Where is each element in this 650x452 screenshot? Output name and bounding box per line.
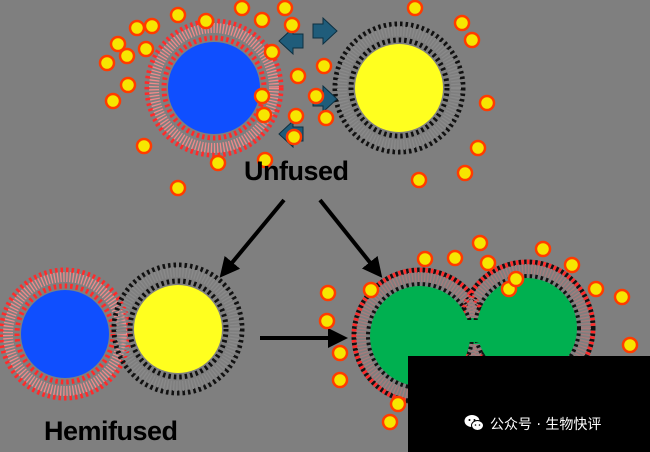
ion-particle (410, 171, 428, 189)
hemifused-right-lumen (134, 285, 222, 373)
ion-particle (233, 0, 251, 17)
ion-particle (446, 249, 464, 267)
ion-particle (613, 288, 631, 306)
ion-particle (307, 87, 325, 105)
ion-particle (331, 344, 349, 362)
ion-particle (362, 281, 380, 299)
label-hemifused: Hemifused (44, 416, 178, 446)
ion-particle (456, 164, 474, 182)
ion-particle (128, 19, 146, 37)
ion-particle (118, 47, 136, 65)
ion-particle (256, 151, 274, 169)
ion-particle (276, 0, 294, 17)
arrow-right-top (312, 16, 338, 46)
arrow-icon (219, 198, 383, 348)
ion-particle (406, 0, 424, 17)
ion-particle (255, 106, 273, 124)
ion-particle (389, 395, 407, 413)
ion-particle (534, 240, 552, 258)
ion-particle (479, 254, 497, 272)
ion-particle (621, 336, 639, 354)
ion-particle (119, 76, 137, 94)
ion-particle (331, 371, 349, 389)
watermark-text: 公众号 · 生物快评 (490, 417, 602, 433)
ion-particle (283, 16, 301, 34)
ion-particle (169, 6, 187, 24)
unfused-left-lumen (168, 42, 260, 134)
ion-particle (318, 312, 336, 330)
double-arrow-icon (278, 16, 338, 149)
hemifused-vesicle-right (111, 262, 245, 396)
ion-particle (135, 137, 153, 155)
unfused-vesicle-right (332, 21, 466, 155)
ion-particle (507, 270, 525, 288)
arrow-to-hemifused (219, 198, 286, 278)
ion-particle (463, 31, 481, 49)
ion-particle (169, 179, 187, 197)
ion-particle (478, 94, 496, 112)
arrow-to-fused (318, 198, 383, 278)
unfused-right-lumen (355, 44, 443, 132)
ion-particle (143, 17, 161, 35)
wechat-icon (464, 415, 484, 431)
ion-particle (263, 43, 281, 61)
ion-particle (317, 109, 335, 127)
hemifused-vesicle-left (0, 267, 132, 401)
ion-particle (109, 35, 127, 53)
ion-particle (471, 234, 489, 252)
hemifused-left-lumen (21, 290, 109, 378)
watermark: 公众号 · 生物快评 (408, 356, 650, 452)
ion-particle (469, 139, 487, 157)
label-unfused: Unfused (244, 156, 349, 186)
ion-particle (209, 154, 227, 172)
ion-particle (253, 87, 271, 105)
ion-particle (315, 57, 333, 75)
ion-particle (287, 107, 305, 125)
ion-particle (319, 284, 337, 302)
ion-particle (563, 256, 581, 274)
ion-particle (137, 40, 155, 58)
ion-particle (289, 67, 307, 85)
ion-particle (104, 92, 122, 110)
ion-particle (253, 11, 271, 29)
ion-particle (381, 413, 399, 431)
ion-particle (98, 54, 116, 72)
ion-particle (197, 12, 215, 30)
ion-particle (587, 280, 605, 298)
ion-particle (285, 128, 303, 146)
ion-particle (416, 250, 434, 268)
ion-particle (453, 14, 471, 32)
